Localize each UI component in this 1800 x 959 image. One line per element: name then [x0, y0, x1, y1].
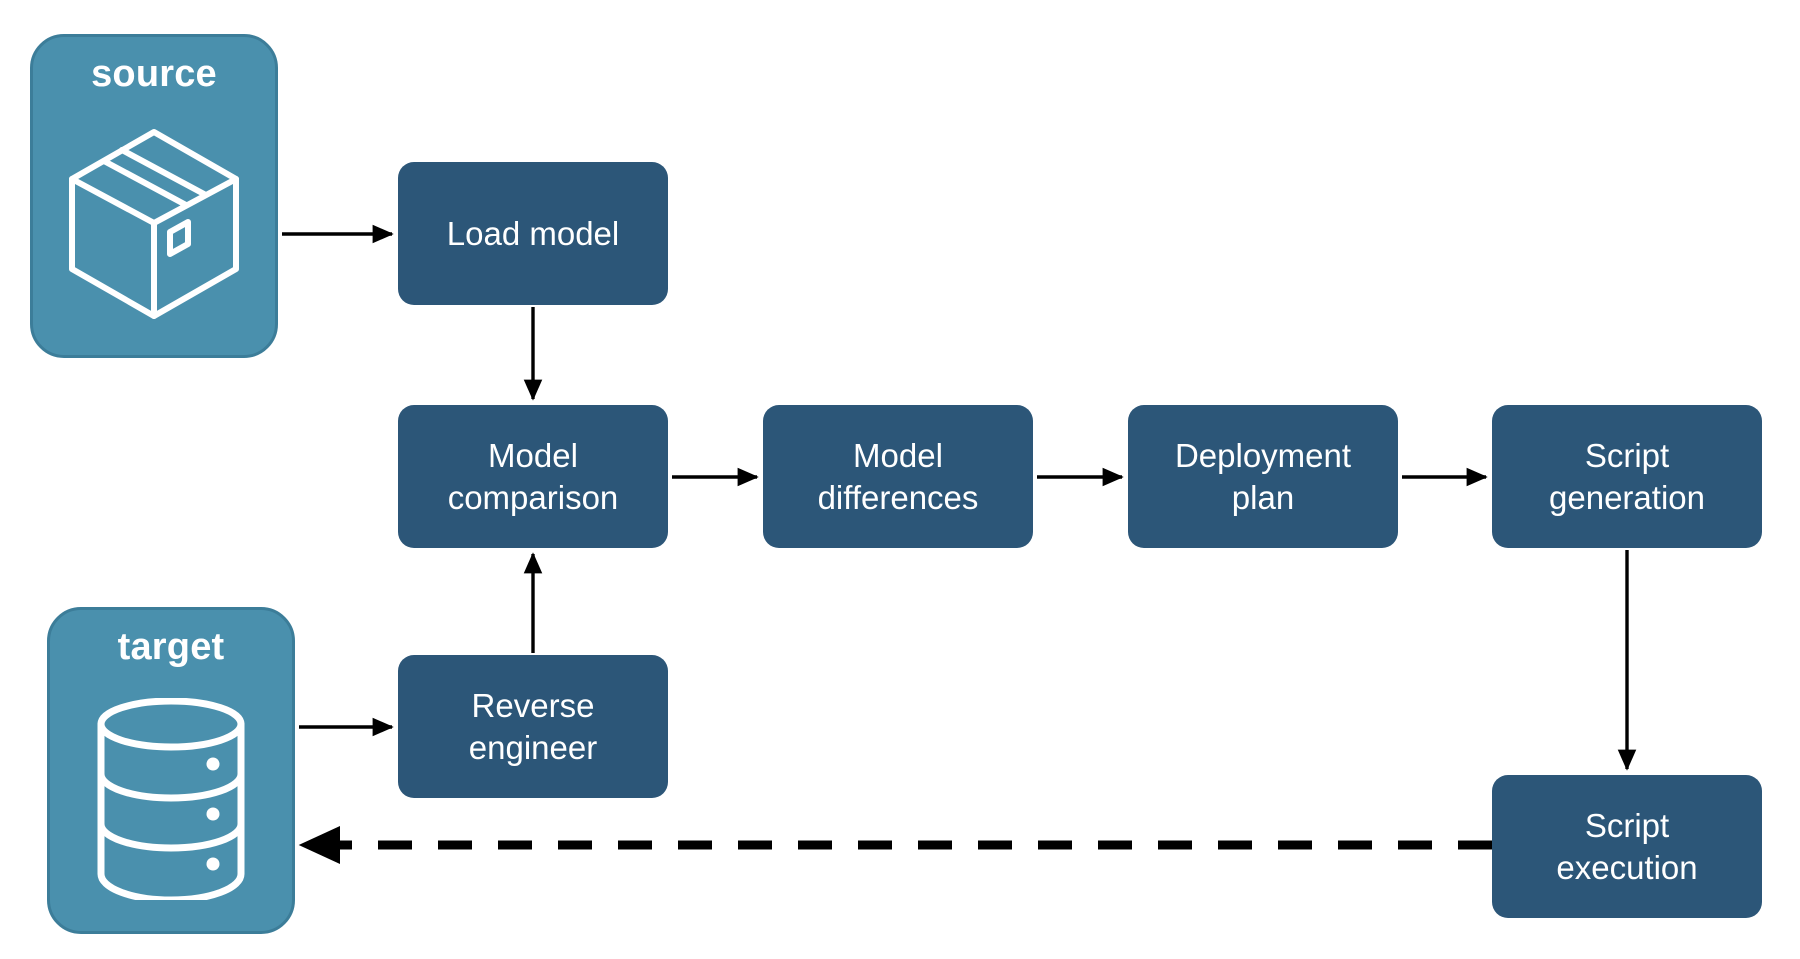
node-deployment-plan[interactable]: Deployment plan [1128, 405, 1398, 548]
node-source[interactable]: source [30, 34, 278, 358]
target-label: target [117, 626, 225, 668]
node-target[interactable]: target [47, 607, 295, 934]
node-reverse-engineer[interactable]: Reverse engineer [398, 655, 668, 798]
node-script-generation[interactable]: Script generation [1492, 405, 1762, 548]
node-load-model[interactable]: Load model [398, 162, 668, 305]
database-cylinder-icon [50, 666, 292, 931]
node-model-comparison[interactable]: Model comparison [398, 405, 668, 548]
package-box-icon [33, 93, 275, 355]
source-label: source [91, 53, 217, 95]
script-execution-label: Script execution [1556, 807, 1698, 886]
node-script-execution[interactable]: Script execution [1492, 775, 1762, 918]
model-differences-label: Model differences [817, 437, 979, 516]
script-generation-label: Script generation [1549, 437, 1705, 516]
node-model-differences[interactable]: Model differences [763, 405, 1033, 548]
deployment-plan-label: Deployment plan [1174, 437, 1352, 516]
load-model-label: Load model [446, 214, 620, 252]
model-comparison-label: Model comparison [447, 437, 619, 516]
reverse-engineer-label: Reverse engineer [468, 687, 598, 766]
